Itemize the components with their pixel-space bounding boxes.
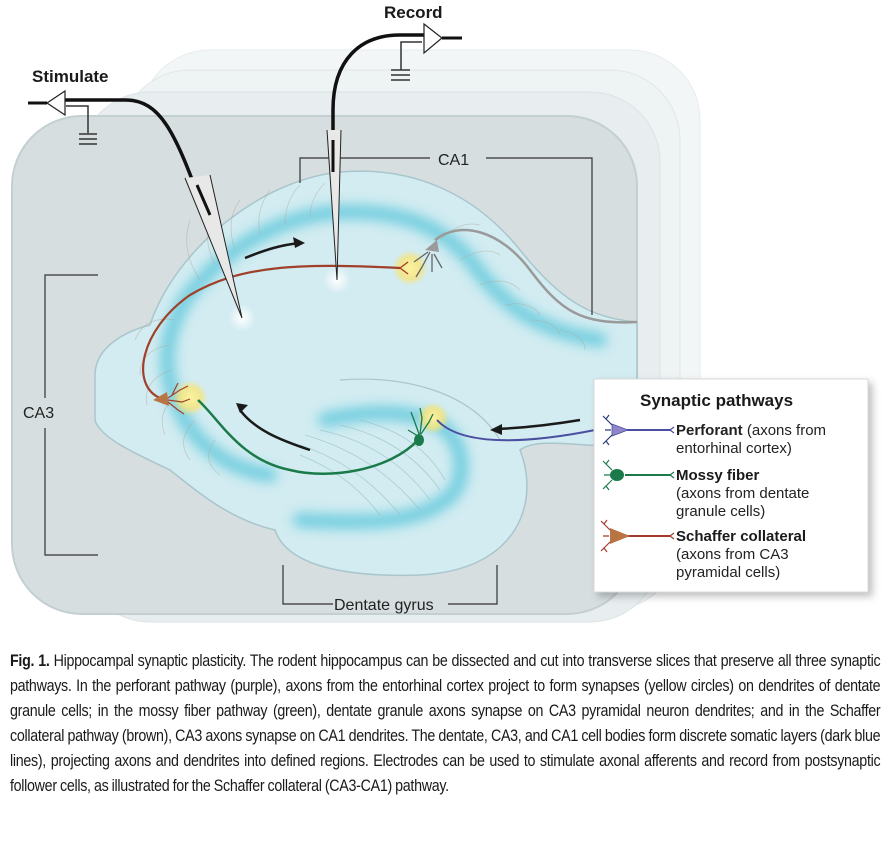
granule-cell-soma: [414, 434, 424, 446]
stimulate-pipette: [184, 174, 243, 319]
caption-text: Hippocampal synaptic plasticity. The rod…: [10, 651, 881, 795]
stimulate-electrode: [28, 89, 243, 319]
arrow-perforant-direction: [494, 418, 581, 431]
legend-item-perforant: Perforant (axons from entorhinal cortex): [602, 414, 826, 457]
arrowhead-perforant: [490, 424, 502, 435]
hilus-boundary: [339, 378, 501, 441]
synapse-dentate: [417, 402, 449, 434]
svg-text:entorhinal cortex): entorhinal cortex): [676, 440, 792, 457]
ca1-neuron: [413, 228, 638, 324]
stimulate-label: Stimulate: [32, 67, 109, 86]
mossy-neuron-icon: [610, 469, 624, 481]
ca3-label: CA3: [23, 405, 54, 422]
ca3-bracket: [44, 274, 98, 556]
legend-item-schaffer-collateral: Schaffer collateral (axons from CA3 pyra…: [600, 519, 806, 581]
schaffer-collateral-axon: [142, 264, 401, 400]
dentate-fibers: [299, 419, 446, 516]
svg-text:(axons from dentate: (axons from dentate: [676, 485, 809, 502]
arrowhead-ca3: [236, 403, 248, 413]
record-ground-icon: [391, 41, 422, 81]
ca1-bracket: [299, 157, 593, 315]
legend: Synaptic pathways Perforant (axons from …: [593, 378, 869, 593]
perforant-neuron-icon: [611, 423, 630, 437]
ca1-label: CA1: [438, 152, 469, 169]
record-label: Record: [384, 3, 443, 22]
perforant-path-axon: [436, 419, 596, 442]
legend-title: Synaptic pathways: [640, 391, 793, 410]
arrowhead-ca1: [293, 237, 305, 248]
dentate-lower-layer: [293, 493, 452, 529]
record-amplifier-icon: [423, 22, 443, 55]
legend-box: [593, 378, 869, 593]
svg-text:Schaffer collateral: Schaffer collateral: [676, 528, 806, 545]
svg-text:(axons from CA3: (axons from CA3: [676, 546, 789, 563]
granule-cell-dendrites: [407, 407, 434, 437]
record-electrode: [326, 22, 462, 281]
stimulate-ground-icon: [66, 105, 97, 145]
record-wire: [331, 33, 425, 172]
record-pipette: [326, 129, 342, 281]
figure-caption: Fig. 1. Hippocampal synaptic plasticity.…: [10, 648, 881, 798]
svg-text:Mossy fiber: Mossy fiber: [676, 467, 760, 484]
ca3-neuron-dendrites: [167, 382, 191, 415]
dendrite-fans: [134, 182, 586, 476]
ca1-cell-layer: [178, 204, 607, 347]
schaffer-neuron-icon: [610, 528, 630, 544]
arrow-ca3-direction: [239, 409, 311, 452]
ca3-neuron-soma: [153, 392, 169, 406]
mossy-fiber-axon: [197, 399, 419, 475]
svg-text:pyramidal cells): pyramidal cells): [676, 564, 780, 581]
figure-number: Fig. 1.: [10, 651, 50, 670]
schaffer-terminal: [399, 261, 409, 275]
dentate-gyrus-label: Dentate gyrus: [334, 597, 434, 614]
hippocampus-figure: CA1 CA3 Dentate gyrus Stimulate Record S…: [11, 3, 869, 623]
svg-text:granule cells): granule cells): [676, 503, 765, 520]
stimulate-amplifier-icon: [45, 89, 66, 117]
svg-text:Perforant (axons from: Perforant (axons from: [676, 422, 826, 439]
dentate-gyrus-bracket: [282, 565, 498, 605]
legend-item-mossy-fiber: Mossy fiber (axons from dentate granule …: [602, 459, 809, 520]
